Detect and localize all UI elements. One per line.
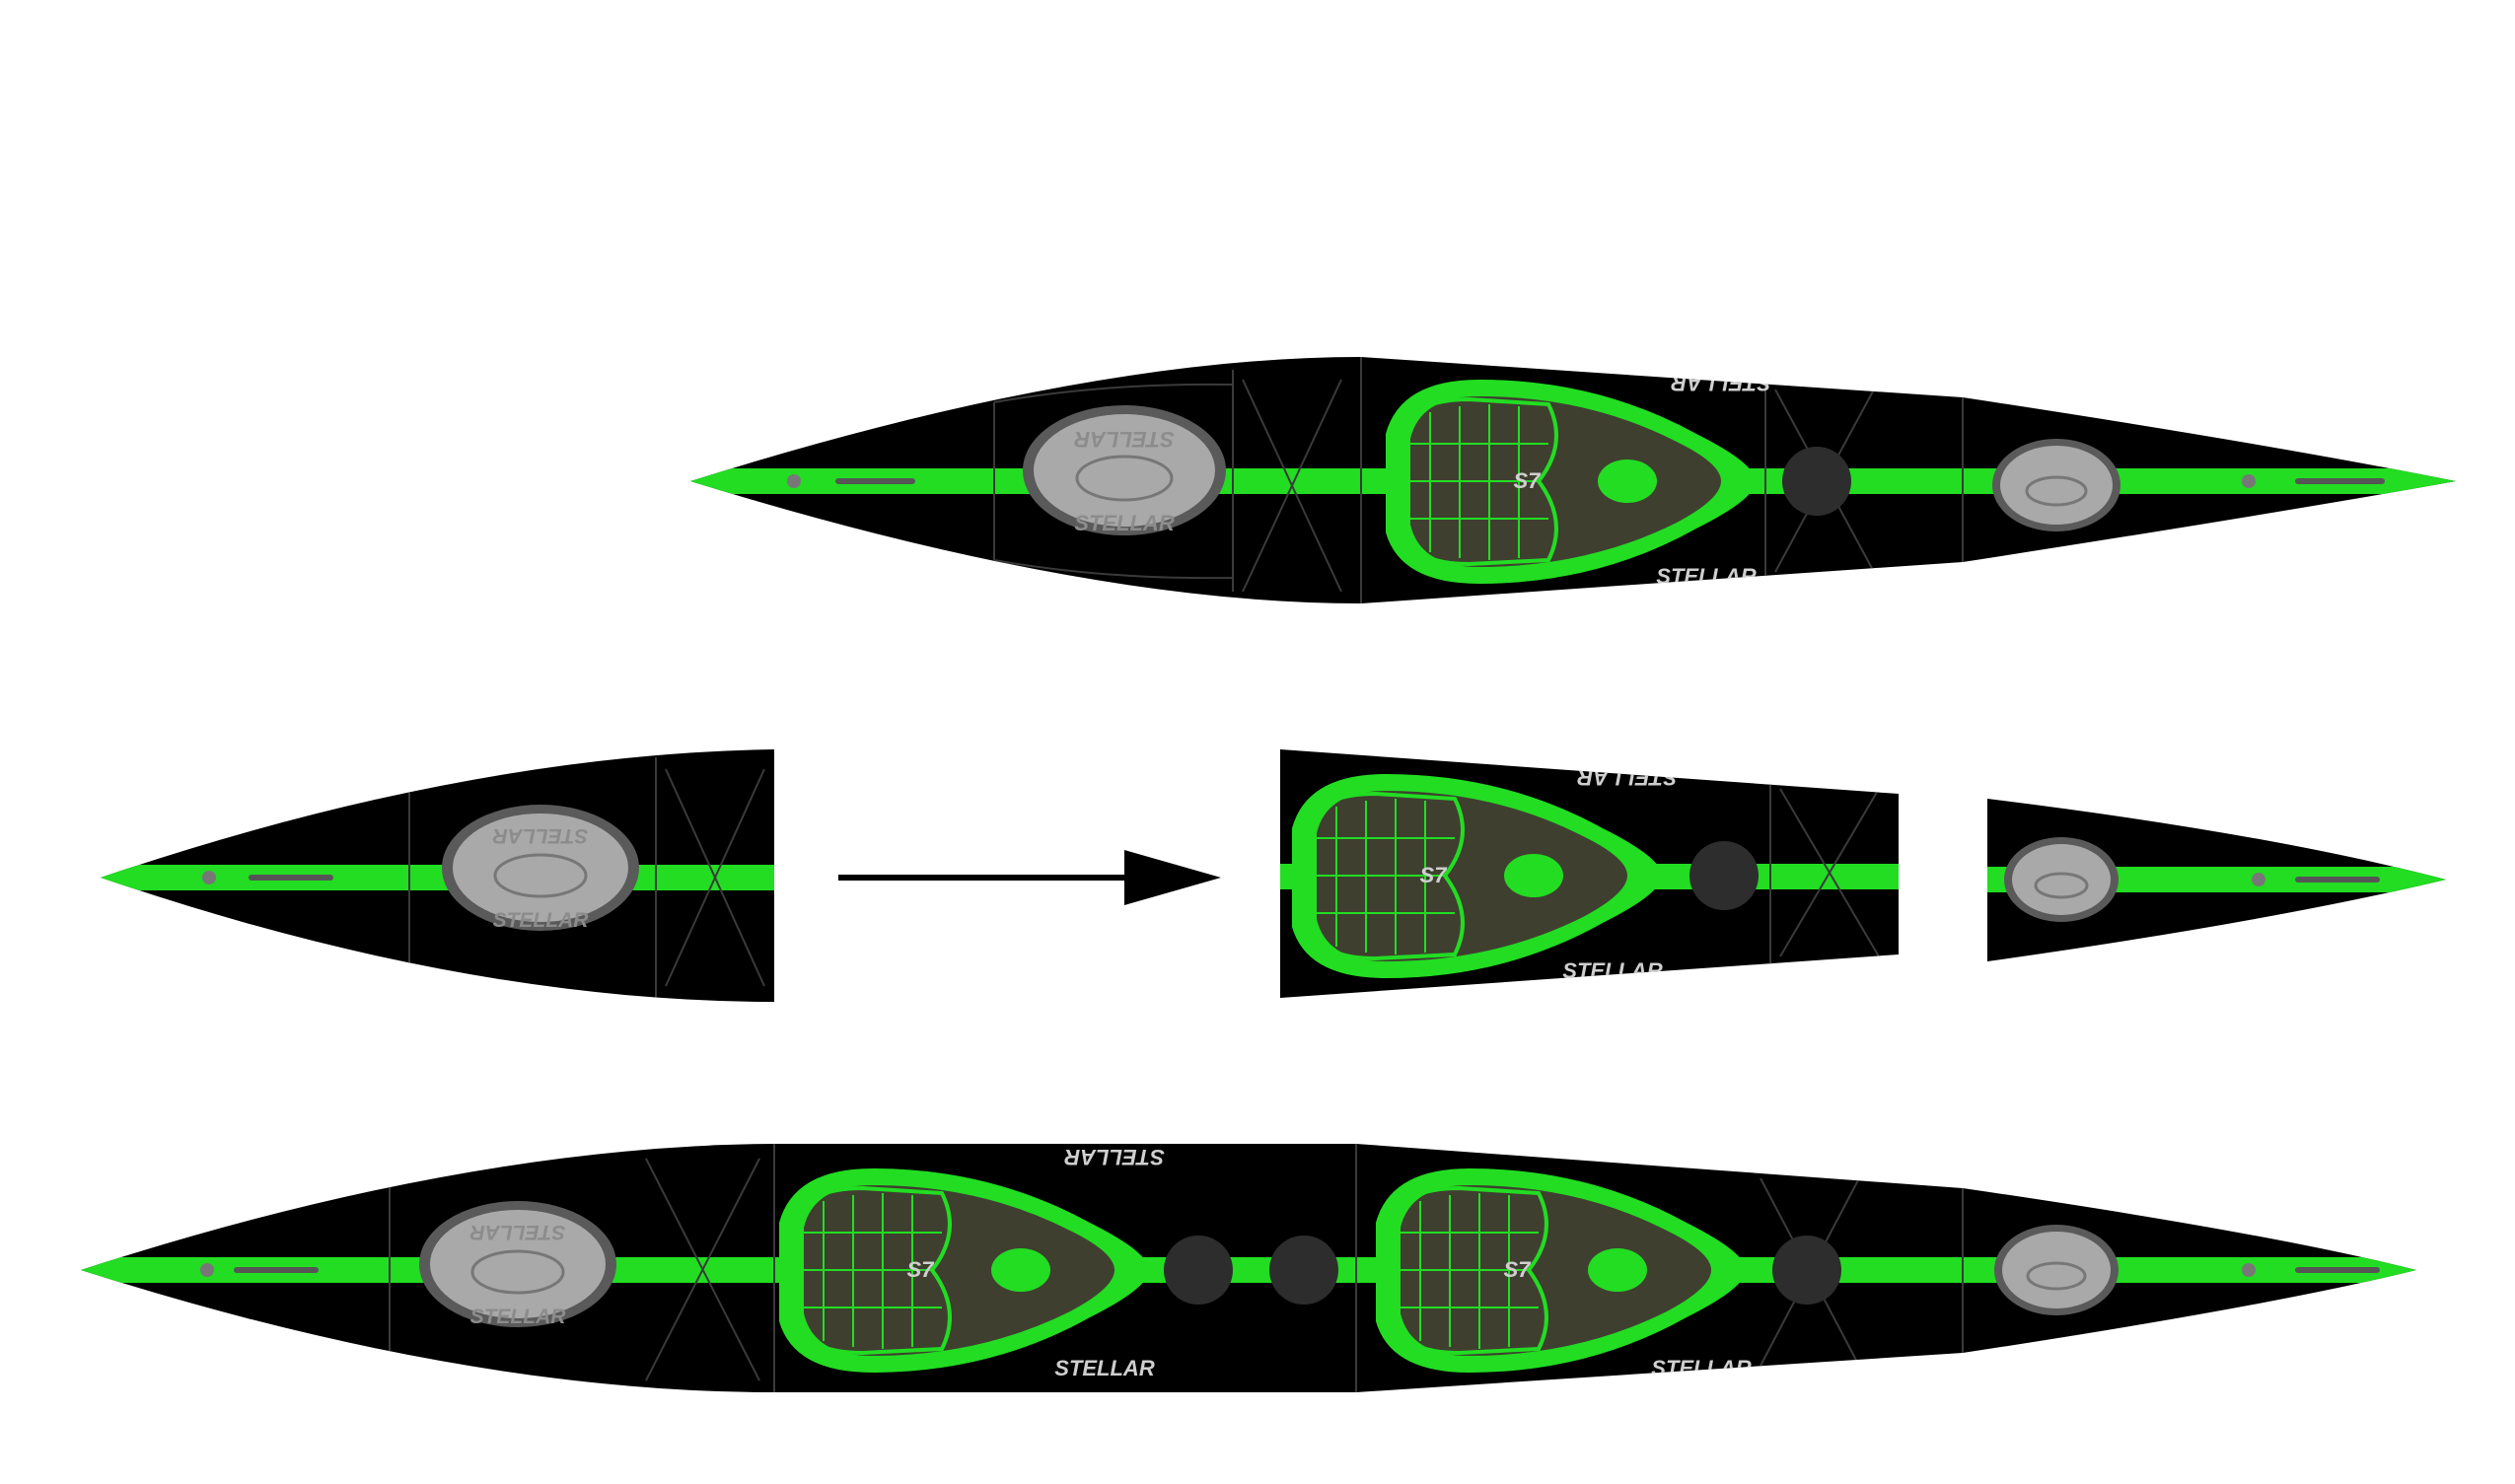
tandem-cockpit-1: S7 <box>779 1168 1149 1373</box>
stern-section <box>1987 799 2446 961</box>
cockpit: S7 <box>1386 380 1756 584</box>
arrow-right <box>838 850 1221 905</box>
tandem-logo-upper-1: STELLAR <box>1064 1145 1165 1169</box>
tandem-kayak: STELLAR STELLAR S7 <box>81 1144 2416 1392</box>
front-hatch <box>1992 439 2120 531</box>
bow-section: STELLAR STELLAR <box>101 749 774 1002</box>
deck-lines <box>993 357 1964 603</box>
tandem-logo-lower-1: STELLAR <box>1054 1356 1155 1380</box>
deck-logo-lower: STELLAR <box>1656 564 1757 589</box>
tandem-logo-lower-2: STELLAR <box>1651 1356 1752 1380</box>
day-hatch <box>1782 447 1851 516</box>
mid-logo-upper: STELLAR <box>1577 765 1678 790</box>
tandem-hatch-logo-lower: STELLAR <box>470 1306 567 1328</box>
deck-logo-upper: STELLAR <box>1671 371 1771 395</box>
seat-mark: S7 <box>1514 468 1543 493</box>
bow-hatch-logo: STELLAR <box>492 824 589 847</box>
bow-hatch-logo-lower: STELLAR <box>493 909 590 932</box>
rear-hatch-logo: STELLAR <box>1074 427 1175 452</box>
tandem-seat-mark-1: S7 <box>907 1257 936 1282</box>
tandem-logo-upper-2: STELLAR <box>1656 1145 1757 1169</box>
seat-mark-mid: S7 <box>1420 863 1449 887</box>
single-kayak-deck: STELLAR STELLAR S7 <box>690 357 2456 603</box>
tandem-cockpit-2: S7 <box>1376 1168 1746 1373</box>
tandem-hatch-logo: STELLAR <box>469 1221 566 1243</box>
single-kayak: STELLAR STELLAR S7 <box>690 357 2456 603</box>
rear-hatch-logo-lower: STELLAR <box>1074 511 1175 535</box>
mid-logo-lower: STELLAR <box>1562 958 1663 983</box>
rear-hatch: STELLAR STELLAR <box>1023 405 1226 535</box>
cockpit-section: S7 STELLAR STELLAR <box>1280 749 1899 998</box>
tandem-seat-mark-2: S7 <box>1504 1257 1533 1282</box>
